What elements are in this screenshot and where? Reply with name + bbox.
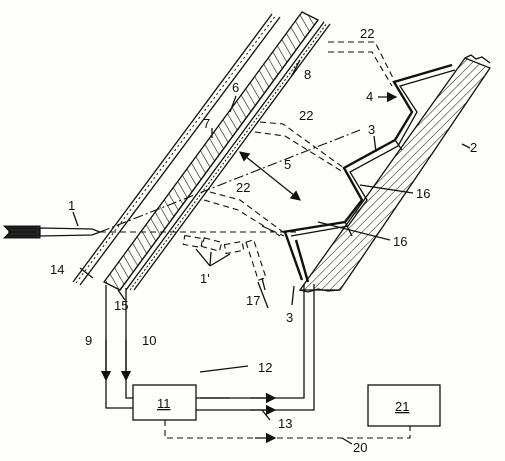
label-3-upper: 3	[368, 122, 375, 137]
label-17: 17	[246, 293, 260, 308]
projectile	[2, 225, 102, 239]
projectile-fragments	[182, 234, 245, 267]
label-22-top: 22	[360, 26, 374, 41]
label-1: 1	[68, 198, 75, 213]
label-14: 14	[50, 262, 64, 277]
reactive-elements	[282, 63, 456, 283]
outer-cover-panel	[72, 13, 281, 286]
label-16-upper: 16	[416, 186, 430, 201]
label-8: 8	[304, 67, 311, 82]
leader-lines	[72, 59, 471, 445]
label-7: 7	[203, 116, 210, 131]
label-13: 13	[278, 416, 292, 431]
label-16-lower: 16	[393, 234, 407, 249]
signal-lines	[100, 284, 411, 444]
display-unit-box	[367, 384, 441, 427]
label-21: 21	[395, 399, 409, 414]
label-22-middle: 22	[299, 108, 313, 123]
label-22-lower: 22	[236, 180, 250, 195]
label-9: 9	[85, 333, 92, 348]
element-17	[245, 239, 267, 281]
control-unit-box	[132, 384, 197, 421]
dimension-arrow-5	[238, 151, 302, 201]
label-3-lower: 3	[286, 310, 293, 325]
main-armor-plate	[103, 11, 331, 291]
label-15: 15	[114, 298, 128, 313]
trajectory-line	[99, 129, 361, 233]
label-2: 2	[470, 140, 477, 155]
label-20: 20	[353, 440, 367, 455]
label-11: 11	[157, 396, 171, 411]
base-structure	[298, 54, 491, 293]
label-1-prime: 1'	[200, 271, 210, 286]
label-5: 5	[284, 157, 291, 172]
label-10: 10	[142, 333, 156, 348]
label-6: 6	[232, 80, 239, 95]
label-4: 4	[366, 89, 373, 104]
label-12: 12	[258, 360, 272, 375]
